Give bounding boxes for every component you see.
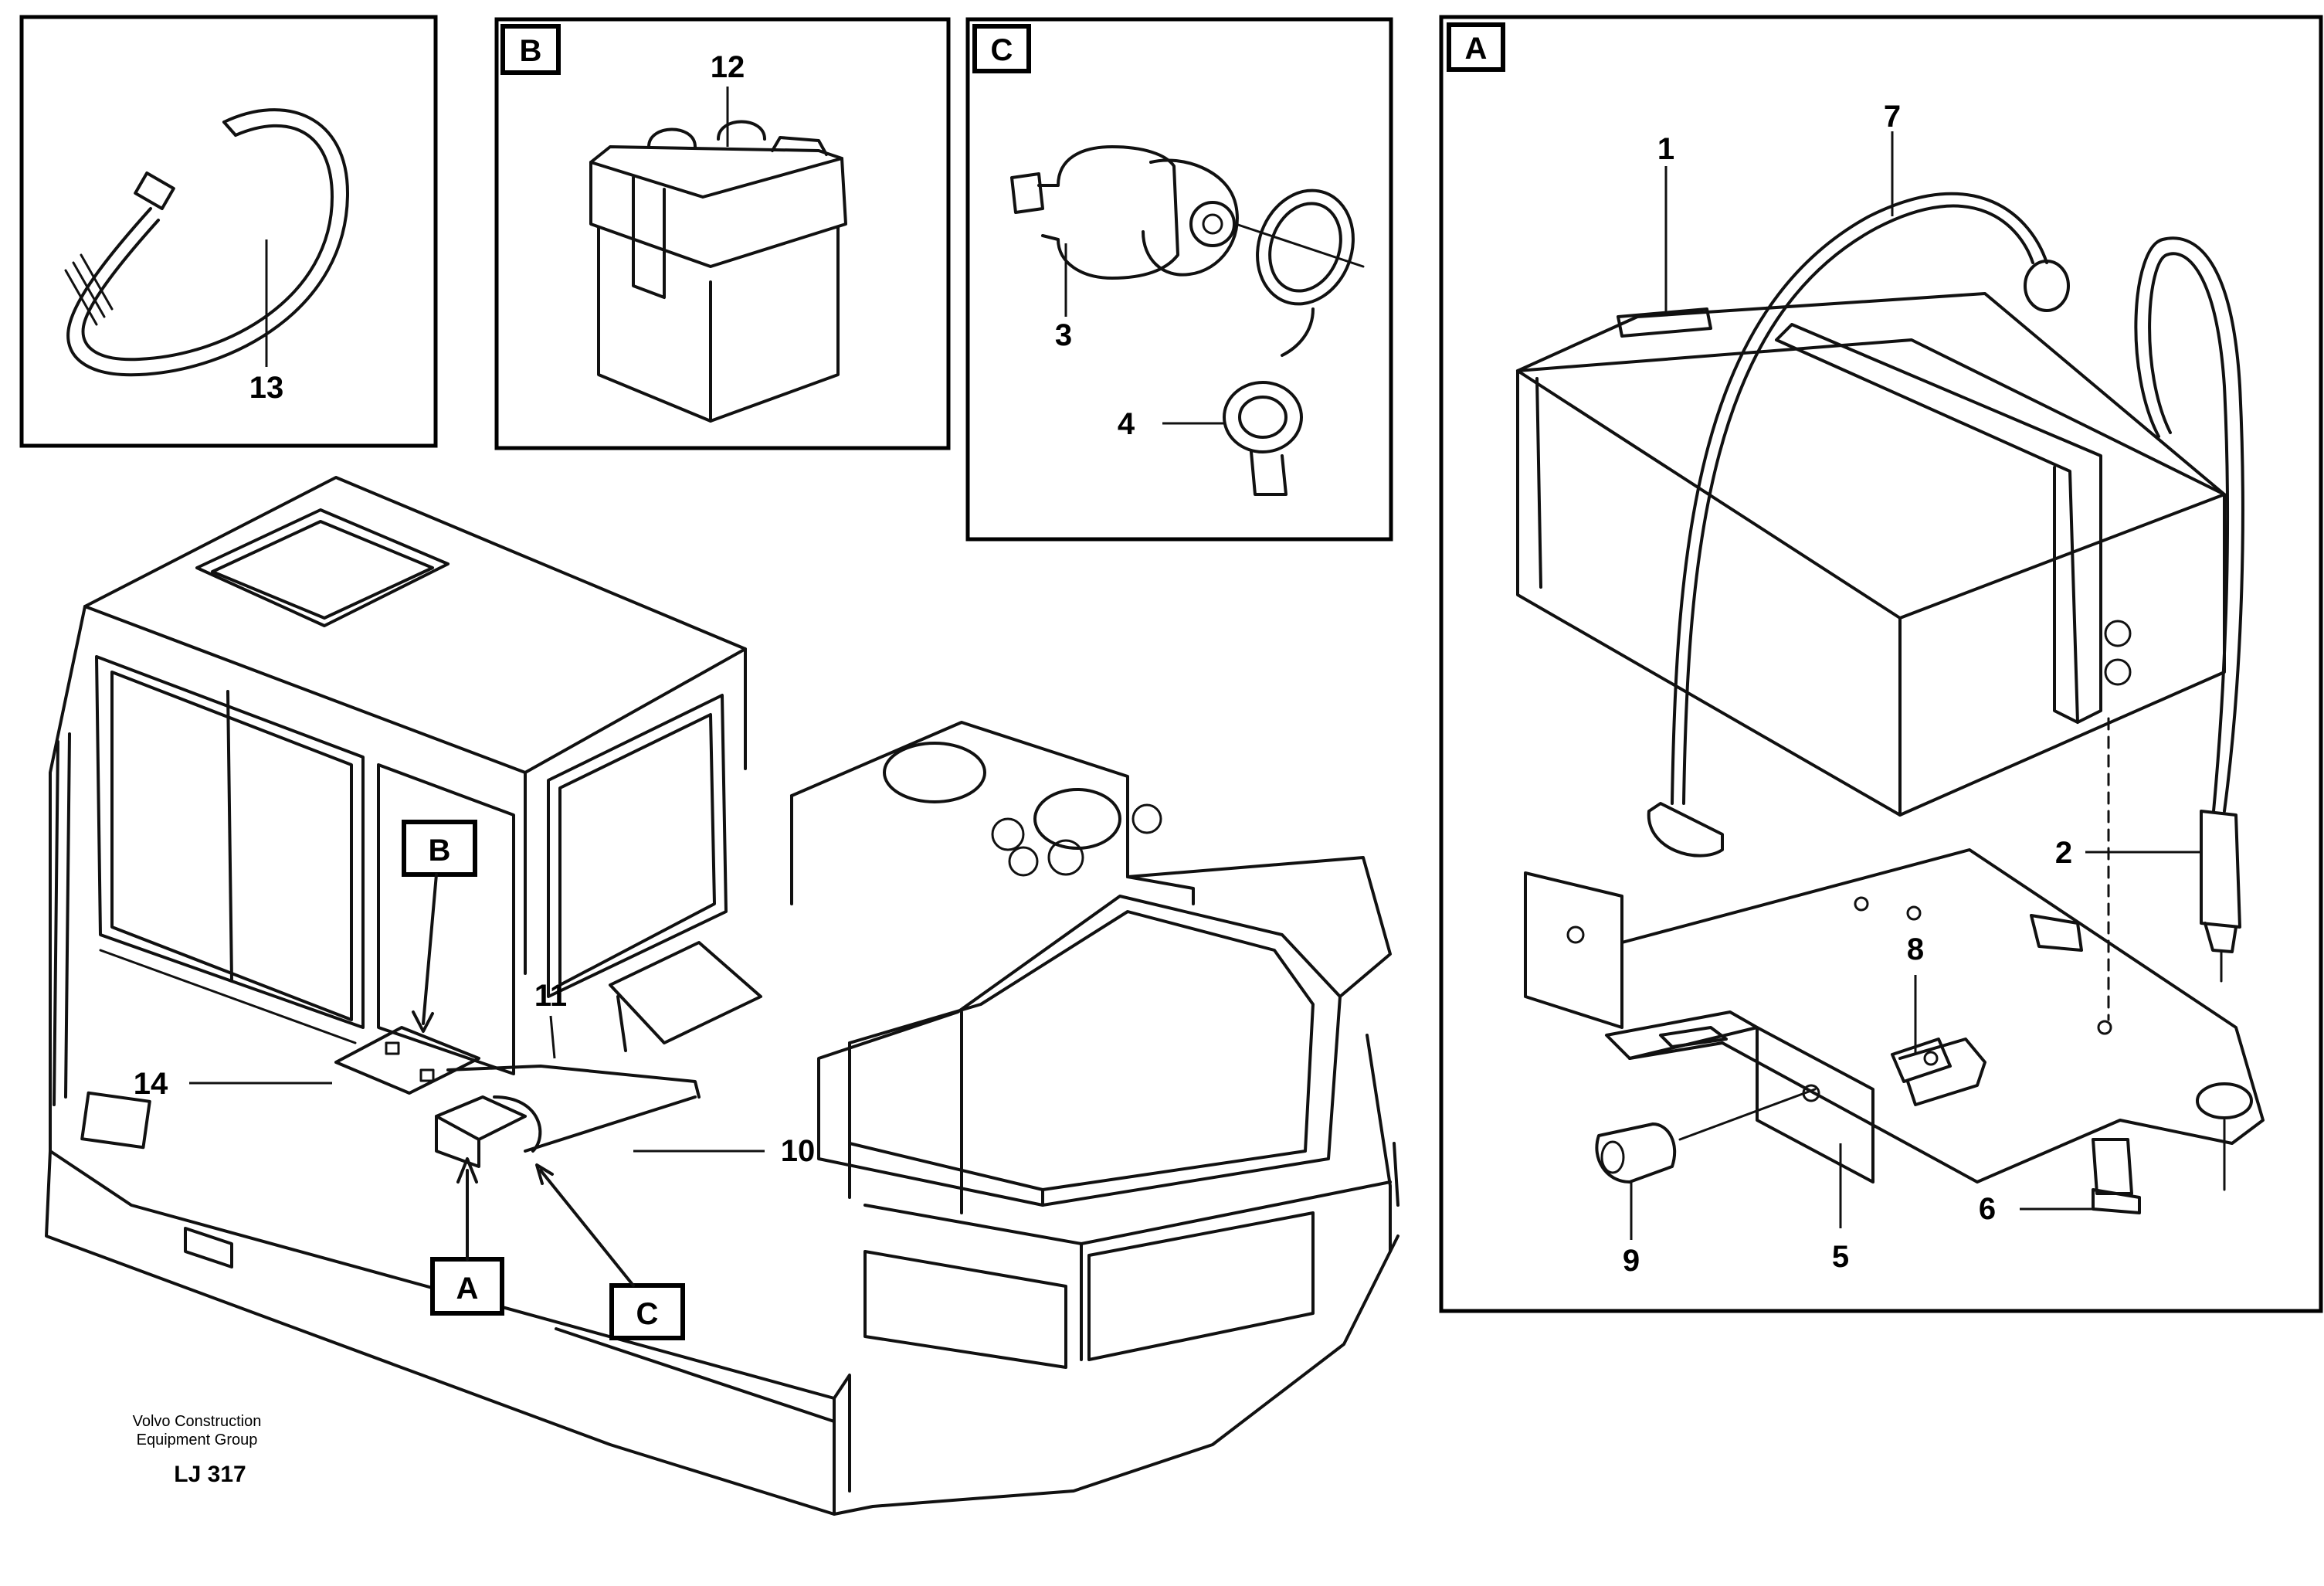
part-number-2: 2 [2055, 836, 2072, 870]
part-number-5: 5 [1832, 1240, 1849, 1274]
callout-b-label: B [429, 834, 451, 868]
part-number-11: 11 [534, 979, 567, 1013]
excavator-illustration [45, 476, 1399, 1516]
part-number-12: 12 [711, 50, 745, 84]
cable-tie-illustration [64, 108, 349, 377]
socket-illustration [1010, 145, 1365, 496]
part-number-4: 4 [1118, 407, 1135, 441]
part-number-10: 10 [781, 1134, 816, 1168]
panel-a: A [1439, 15, 2323, 1313]
part-number-7: 7 [1884, 100, 1901, 134]
callout-c: C [535, 1163, 685, 1340]
credit-line-2: Equipment Group [137, 1431, 258, 1448]
panel-b: B 12 [494, 17, 951, 450]
part-number-8: 8 [1907, 932, 1924, 966]
part-number-13: 13 [249, 371, 284, 405]
part-number-6: 6 [1979, 1192, 1996, 1226]
callout-c-label: C [636, 1297, 659, 1331]
callout-a-label: A [456, 1272, 479, 1306]
panel-b-label: B [520, 34, 542, 68]
publisher-credit: Volvo Construction Equipment Group LJ 31… [133, 1413, 262, 1487]
panel-c-label: C [991, 33, 1013, 67]
drawing-code: LJ 317 [174, 1462, 246, 1487]
panel-cable-tie: 13 [19, 15, 438, 448]
leader-11 [549, 1015, 556, 1059]
callout-b: B [402, 820, 477, 1033]
relay-illustration [589, 120, 847, 423]
credit-line-1: Volvo Construction [133, 1413, 262, 1430]
part-number-3: 3 [1055, 318, 1072, 352]
callout-a: A [430, 1157, 504, 1316]
panel-c: C 3 4 [965, 17, 1393, 542]
part-number-14: 14 [134, 1067, 168, 1101]
part-number-1: 1 [1657, 132, 1674, 166]
part-number-9: 9 [1623, 1244, 1640, 1278]
panel-a-label: A [1465, 32, 1488, 66]
battery-illustration [1516, 192, 2265, 1214]
